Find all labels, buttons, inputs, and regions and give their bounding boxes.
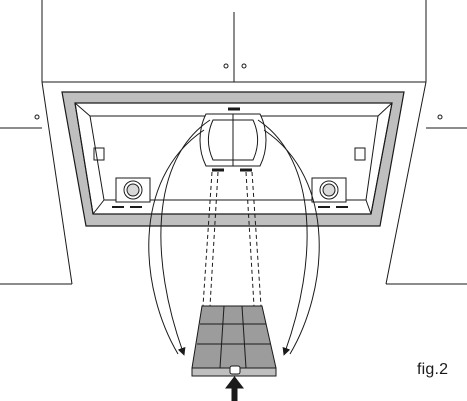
guide-lines bbox=[202, 171, 262, 307]
motion-arrows bbox=[148, 119, 320, 356]
grease-filter bbox=[191, 305, 277, 377]
right-lamp bbox=[311, 177, 347, 203]
figure-label: fig.2 bbox=[417, 361, 449, 378]
push-arrow bbox=[224, 376, 245, 401]
hood-frame bbox=[61, 91, 405, 227]
left-lamp bbox=[115, 177, 151, 203]
wall-cabinets bbox=[0, 0, 467, 285]
motor-unit bbox=[199, 113, 267, 172]
